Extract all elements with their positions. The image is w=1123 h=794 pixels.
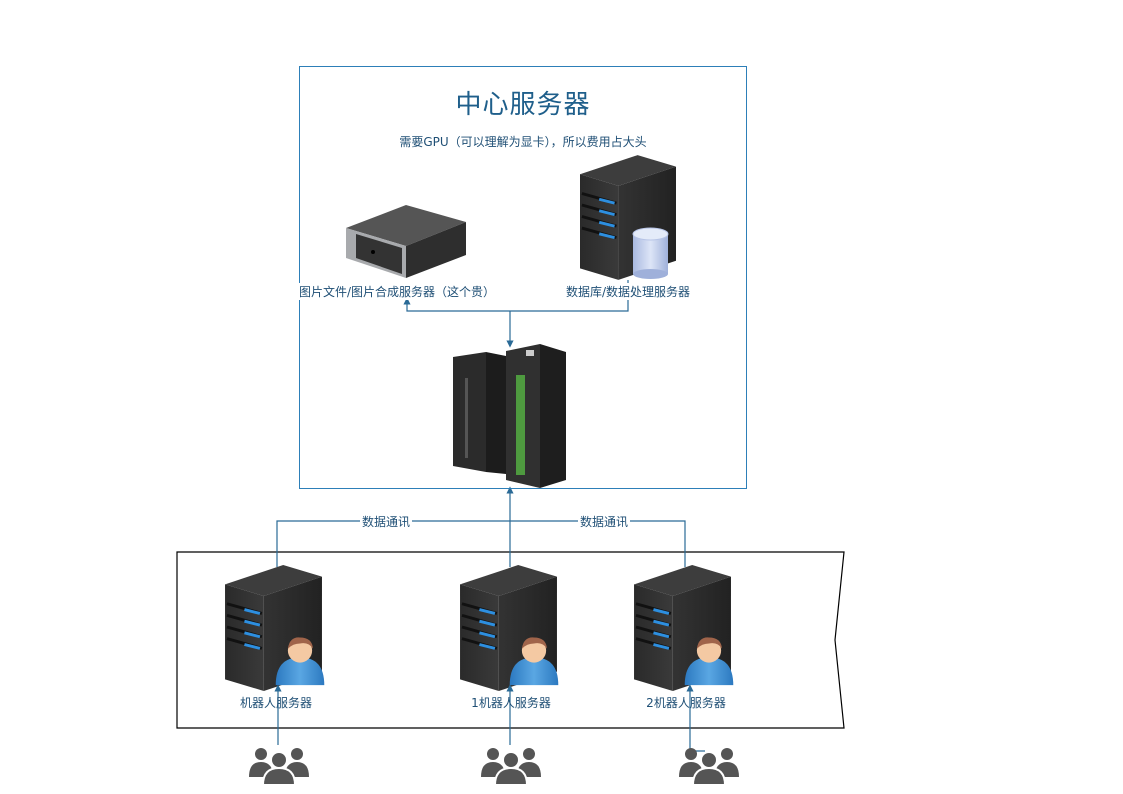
data-link-label-left: 数据通讯 [359, 513, 413, 530]
user-group-icon [480, 746, 542, 786]
robot-server-1 [460, 565, 559, 691]
storage-appliance-icon [346, 205, 466, 278]
database-server-icon [580, 155, 676, 280]
data-link-lines [276, 486, 686, 567]
robot-zone-box [176, 551, 845, 729]
database-server-label: 数据库/数据处理服务器 [565, 283, 691, 300]
storage-server-label: 图片文件/图片合成服务器（这个贵） [299, 283, 496, 300]
user-group-icon [248, 746, 310, 786]
robot-server-label: 2机器人服务器 [646, 696, 726, 710]
central-server-group [299, 66, 747, 489]
robot-server-2 [634, 565, 734, 691]
central-title: 中心服务器 [455, 90, 591, 120]
robot-server-label: 1机器人服务器 [471, 696, 551, 710]
robot-server-0 [225, 565, 325, 691]
robot-server-label: 机器人服务器 [239, 696, 313, 710]
central-subtitle: 需要GPU（可以理解为显卡），所以费用占大头 [399, 135, 647, 149]
user-group-icon [678, 746, 740, 786]
mainframe-icon [453, 344, 566, 488]
data-link-label-right: 数据通讯 [577, 513, 631, 530]
